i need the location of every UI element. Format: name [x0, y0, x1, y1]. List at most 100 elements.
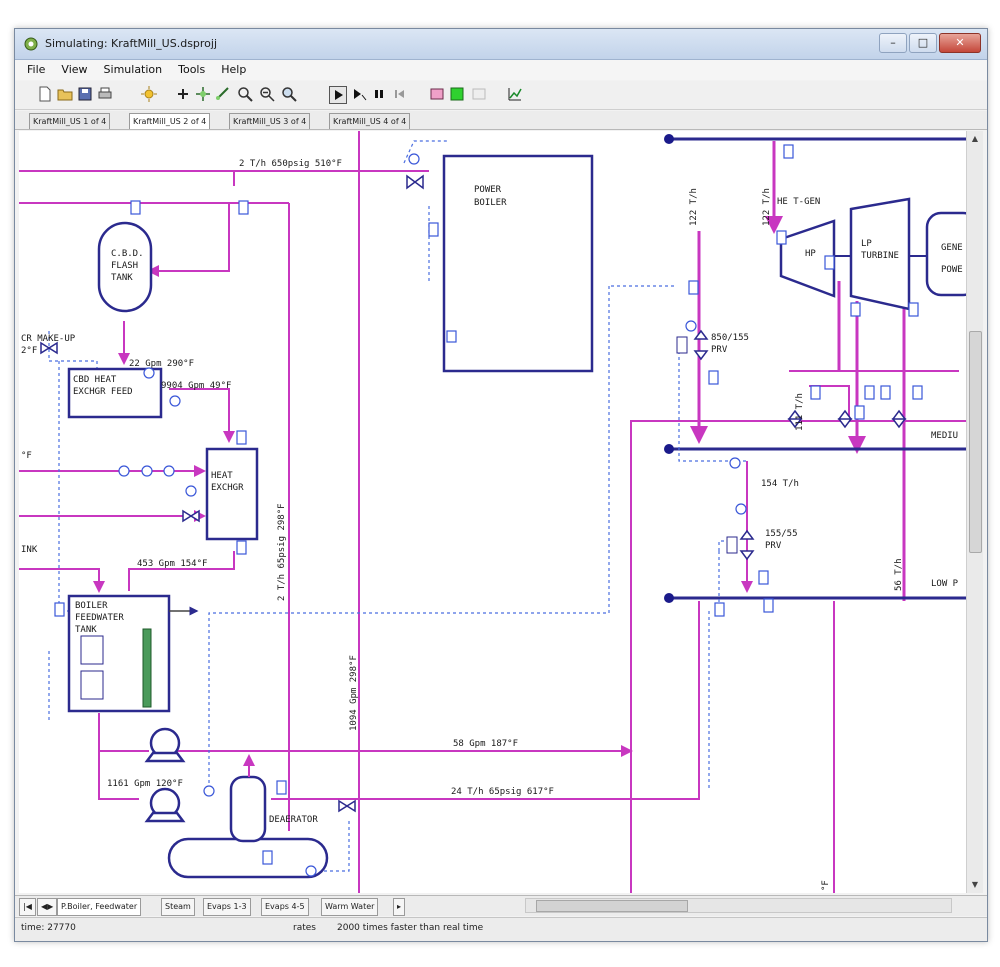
menu-bar: File View Simulation Tools Help — [15, 60, 987, 80]
maximize-button[interactable]: □ — [909, 33, 937, 53]
feedwater-tank-label-2: FEEDWATER — [75, 613, 124, 623]
chart-icon[interactable] — [429, 86, 445, 102]
status-mode: rates — [293, 923, 316, 933]
power-boiler-label-2: BOILER — [474, 198, 507, 208]
faded-icon[interactable] — [471, 86, 487, 102]
step-icon[interactable] — [351, 86, 367, 102]
feedwater-tank-label-3: TANK — [75, 625, 97, 635]
vertical-scroll-thumb[interactable] — [969, 331, 982, 553]
vertical-scrollbar[interactable]: ▲ ▼ — [966, 131, 983, 893]
flash-tank-label-1: C.B.D. — [111, 249, 144, 259]
pause-icon[interactable] — [371, 86, 387, 102]
stream-label-vert-gpm: 1094 Gpm 298°F — [349, 655, 359, 731]
play-icon[interactable] — [329, 86, 347, 104]
power-boiler — [442, 154, 594, 373]
power-boiler-label-1: POWER — [474, 185, 502, 195]
prv2-label-2: PRV — [765, 541, 782, 551]
medium-header-label: MEDIU — [931, 431, 959, 441]
toolbar — [15, 81, 987, 110]
sheet-tab-evaps-4-5[interactable]: Evaps 4-5 — [261, 898, 309, 916]
new-file-icon[interactable] — [37, 86, 53, 102]
flash-tank-label-3: TANK — [111, 273, 133, 283]
feedwater-tank-label-1: BOILER — [75, 601, 108, 611]
sheet-tab-warm-water[interactable]: Warm Water — [321, 898, 379, 916]
menu-help[interactable]: Help — [221, 63, 247, 76]
print-icon[interactable] — [97, 86, 113, 102]
stream-label-453gpm: 453 Gpm 154°F — [137, 559, 208, 569]
sheet-tab-more-icon[interactable]: ▸ — [393, 898, 406, 916]
tank-level-bar — [142, 628, 152, 708]
stream-label-56th: 56 T/h — [894, 558, 904, 591]
generator — [925, 211, 967, 297]
process-diagram-canvas[interactable]: POWER BOILER C.B.D. FLASH TANK CBD HEAT … — [19, 131, 967, 893]
menu-tools[interactable]: Tools — [178, 63, 206, 76]
trend-icon[interactable] — [507, 86, 523, 102]
sheet-tab-evaps-1-3[interactable]: Evaps 1-3 — [203, 898, 251, 916]
hp-label: HP — [805, 249, 816, 259]
scroll-up-icon[interactable]: ▲ — [971, 134, 979, 143]
stream-label-22gpm: 22 Gpm 290°F — [129, 359, 195, 369]
flash-tank-label-2: FLASH — [111, 261, 139, 271]
heat-exch-label-1: HEAT — [211, 471, 233, 481]
deaerator-column — [229, 775, 267, 843]
lp-turbine-label-1: LP — [861, 239, 872, 249]
generator-label-2: POWE — [941, 265, 963, 275]
open-folder-icon[interactable] — [57, 86, 73, 102]
cbd-heat-exch-label-1: CBD HEAT — [73, 375, 117, 385]
heat-exchanger — [205, 447, 259, 541]
menu-view[interactable]: View — [61, 63, 88, 76]
add-icon[interactable] — [175, 86, 191, 102]
deaerator-label: DEAERATOR — [269, 815, 318, 825]
stream-label-hp-flow-2: 122 T/h — [762, 188, 772, 226]
zoom-out-icon[interactable] — [259, 86, 275, 102]
zoom-in-icon[interactable] — [237, 86, 253, 102]
doc-tab-3[interactable]: KraftMill_US 3 of 4 — [229, 113, 311, 129]
stream-label-154th: 154 T/h — [761, 479, 799, 489]
stream-label-24th: 24 T/h 65psig 617°F — [451, 787, 554, 797]
low-header-label: LOW P — [931, 579, 959, 589]
prv1-label-2: PRV — [711, 345, 728, 355]
app-window: Simulating: KraftMill_US.dsprojj – □ ✕ F… — [14, 28, 988, 942]
save-icon[interactable] — [77, 86, 93, 102]
horizontal-scroll-thumb[interactable] — [536, 900, 688, 912]
app-icon — [24, 37, 38, 51]
stream-label-1161gpm: 1161 Gpm 120°F — [107, 779, 183, 789]
close-button[interactable]: ✕ — [939, 33, 981, 53]
lp-turbine-label-2: TURBINE — [861, 251, 899, 261]
zoom-fit-icon[interactable] — [281, 86, 297, 102]
sheet-nav-first-icon[interactable]: |◀ — [19, 898, 36, 916]
sun-icon[interactable] — [141, 86, 157, 102]
doc-tab-2[interactable]: KraftMill_US 2 of 4 — [129, 113, 211, 129]
heat-exch-label-2: EXCHGR — [211, 483, 244, 493]
horizontal-scrollbar[interactable] — [525, 898, 952, 913]
stream-label-111th: 111 T/h — [795, 393, 805, 431]
stream-label-top-steam: 2 T/h 650psig 510°F — [239, 159, 342, 169]
stream-label-hp-flow: 122 T/h — [689, 188, 699, 226]
prv1-label-1: 850/155 — [711, 333, 749, 343]
title-bar: Simulating: KraftMill_US.dsprojj – □ ✕ — [15, 29, 987, 60]
status-speed: 2000 times faster than real time — [337, 923, 484, 933]
cbd-flash-tank — [97, 221, 153, 313]
stream-label-left-f: °F — [21, 451, 32, 461]
connect-icon[interactable] — [215, 86, 231, 102]
sheet-tab-steam[interactable]: Steam — [161, 898, 195, 916]
hp-turbine — [779, 219, 836, 298]
stream-label-9904gpm: 9904 Gpm 49°F — [161, 381, 232, 391]
document-tabs: KraftMill_US 1 of 4 KraftMill_US 2 of 4 … — [15, 111, 987, 130]
green-grid-icon[interactable] — [449, 86, 465, 102]
sheet-nav-prev-icon[interactable]: ◀▶ — [37, 898, 58, 916]
doc-tab-1[interactable]: KraftMill_US 1 of 4 — [29, 113, 111, 129]
minimize-button[interactable]: – — [879, 33, 907, 53]
deaerator-drum — [167, 837, 329, 879]
menu-file[interactable]: File — [27, 63, 46, 76]
move-icon[interactable] — [195, 86, 211, 102]
stop-icon[interactable] — [391, 86, 407, 102]
menu-simulation[interactable]: Simulation — [103, 63, 163, 76]
stream-label-vert-steam: 2 T/h 65psig 298°F — [277, 503, 287, 601]
status-time: time: 27770 — [21, 923, 76, 933]
scroll-down-icon[interactable]: ▼ — [971, 880, 979, 889]
stream-label-left-ink: INK — [21, 545, 38, 555]
prv2-label-1: 155/55 — [765, 529, 798, 539]
doc-tab-4[interactable]: KraftMill_US 4 of 4 — [329, 113, 411, 129]
sheet-tab-boiler[interactable]: P.Boiler, Feedwater — [57, 898, 142, 916]
